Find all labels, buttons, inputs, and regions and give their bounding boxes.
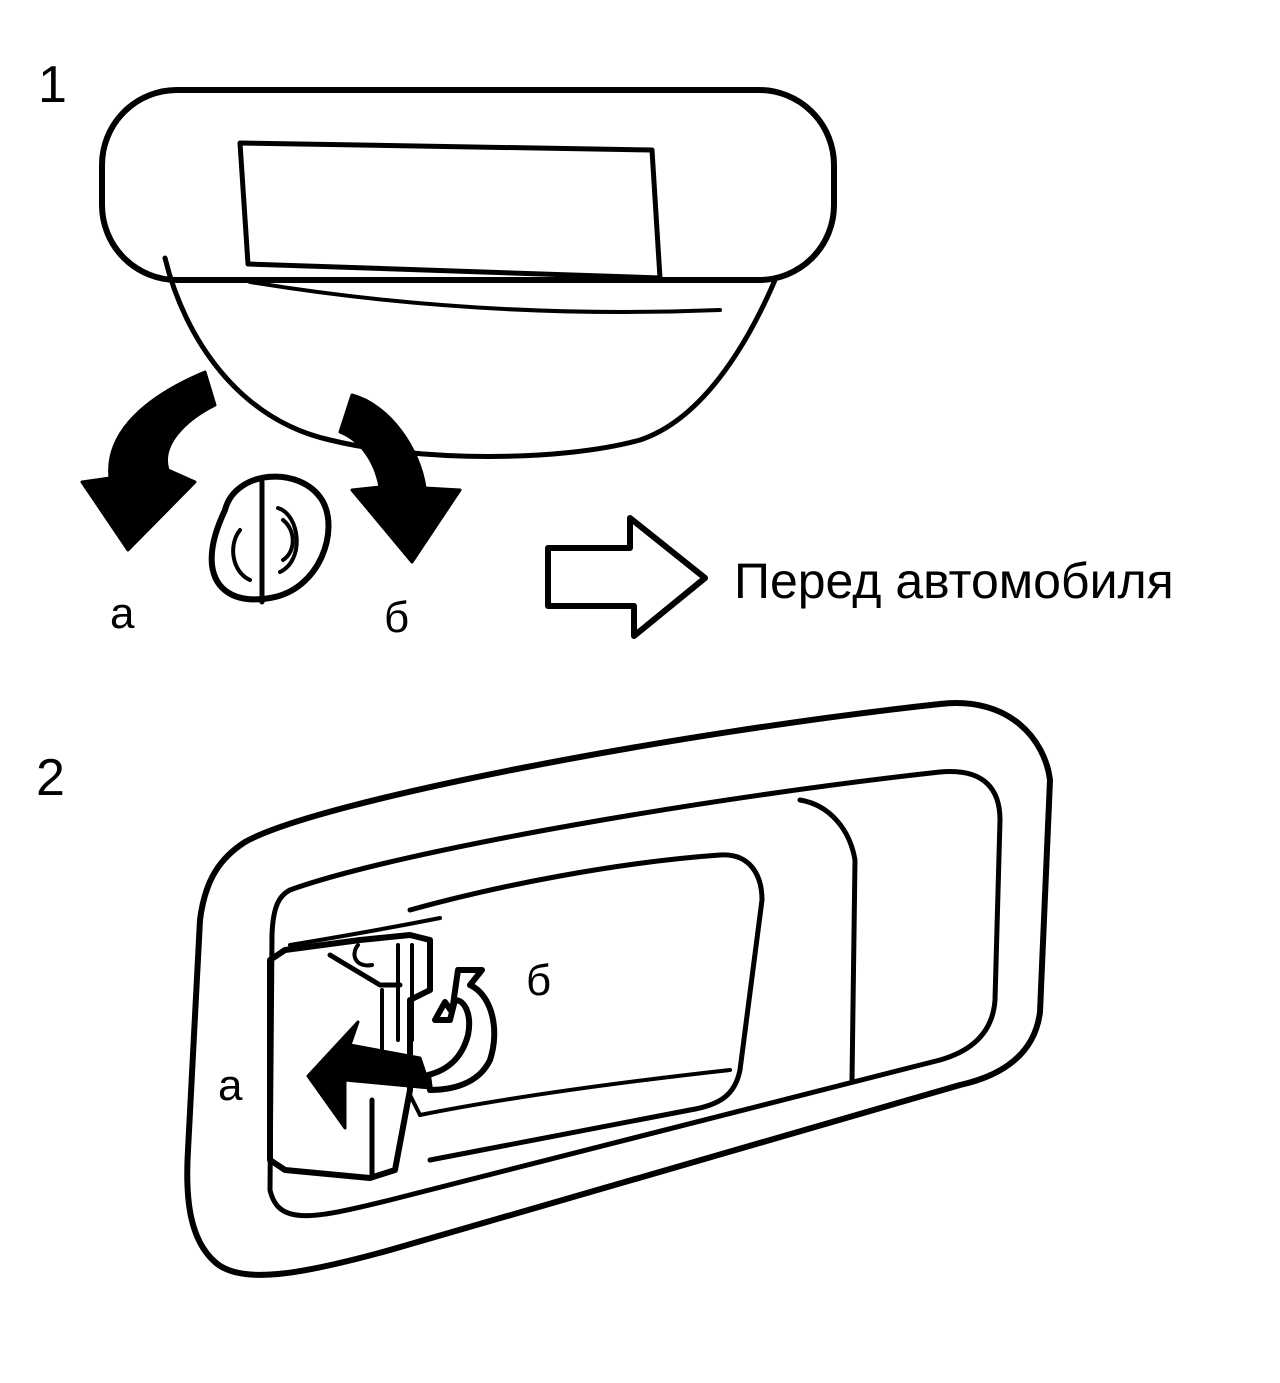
lever-lower-line: [418, 1068, 732, 1117]
step-2-illustration: 2 а б: [36, 700, 1053, 1278]
pull-arrow-a-icon: [306, 1020, 432, 1130]
handle-bowl-rim-line: [248, 280, 722, 314]
rotate-arrow-b-icon: [338, 393, 462, 564]
step-2-number: 2: [36, 749, 65, 807]
handle-bowl: [162, 255, 778, 459]
lever-recess: [407, 852, 765, 1163]
label-b-step-1: б: [384, 593, 409, 642]
step-1-number: 1: [38, 56, 67, 114]
label-a-step-2: а: [218, 1061, 243, 1110]
vehicle-front-arrow-icon: [545, 515, 708, 639]
label-b-step-2: б: [526, 956, 551, 1005]
handle-bezel-inner: [267, 769, 1003, 1219]
retaining-clip: [267, 932, 433, 1181]
lift-arrow-b-icon: [425, 967, 498, 1093]
handle-bezel-outer: [184, 700, 1053, 1278]
step-1-illustration: 1 а б Перед автомобиля: [38, 56, 1174, 642]
lever-edge-line: [288, 916, 442, 947]
handle-body: [99, 87, 837, 283]
handle-inner-recess: [237, 140, 663, 281]
vehicle-front-label: Перед автомобиля: [734, 553, 1174, 609]
lock-cylinder: [208, 473, 332, 605]
rotate-arrow-a-icon: [80, 370, 217, 552]
inner-lever: [797, 797, 858, 1083]
label-a-step-1: а: [110, 589, 135, 638]
